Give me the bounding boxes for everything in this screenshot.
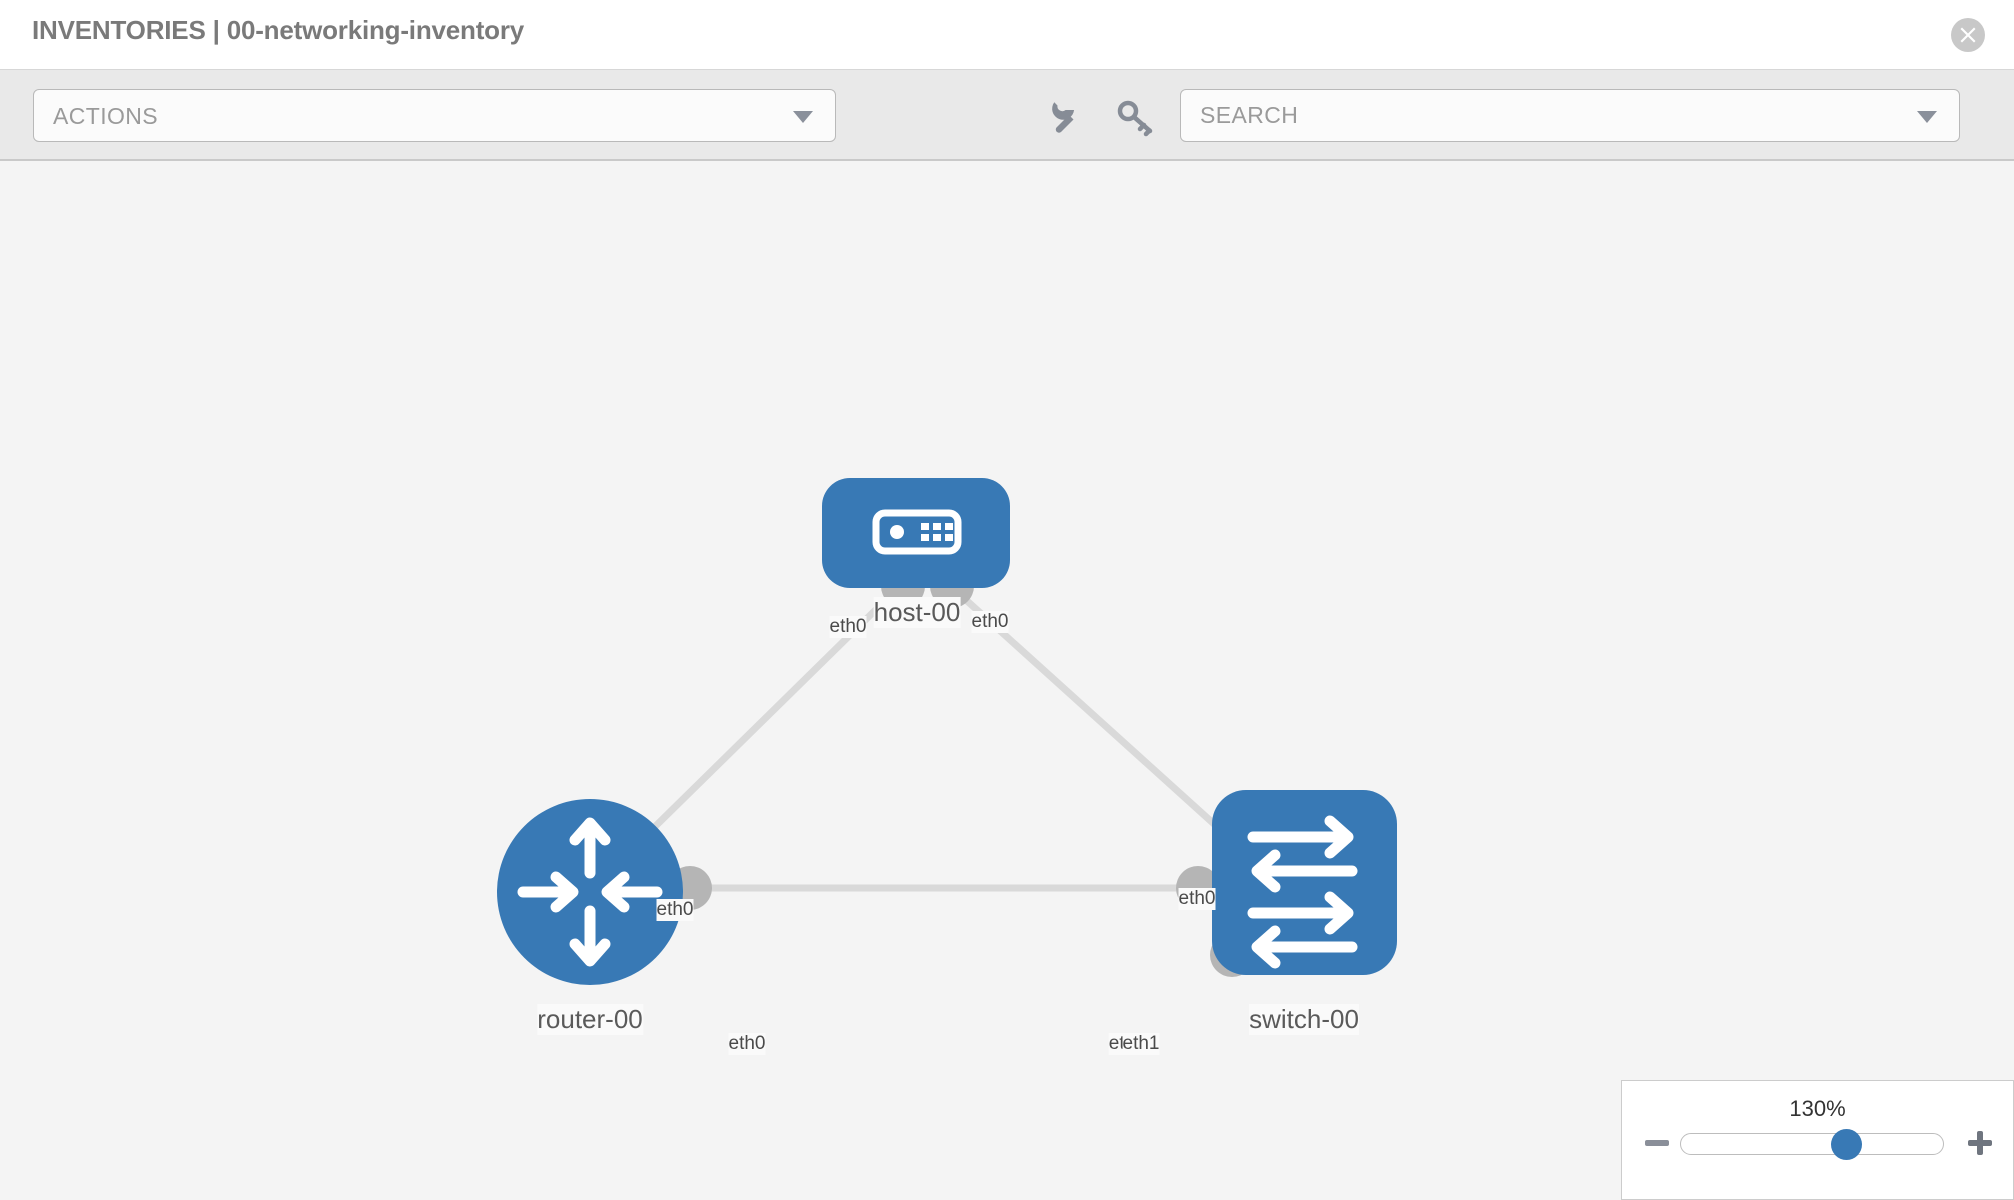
node-host-00 [822, 478, 1010, 588]
actions-dropdown[interactable]: ACTIONS [33, 89, 836, 142]
minus-icon [1645, 1140, 1669, 1146]
toolbar: ACTIONS [0, 70, 2014, 161]
search-field[interactable] [1180, 89, 1960, 142]
close-icon[interactable] [1951, 18, 1985, 52]
search-input[interactable] [1181, 90, 1959, 141]
topology-canvas[interactable]: host-00 router-00 switch-00 eth0 eth0 et… [0, 161, 2014, 1200]
plus-icon [1968, 1131, 1992, 1155]
iface-label-host-left: eth0 [829, 616, 867, 638]
node-label-switch-00: switch-00 [1249, 1004, 1359, 1035]
node-label-host-00: host-00 [873, 597, 961, 628]
zoom-out-button[interactable] [1642, 1128, 1672, 1158]
topology-graph [497, 478, 1397, 985]
topology-endpoints [668, 564, 1254, 977]
switch-arrows-icon [1247, 815, 1358, 969]
iface-label-router-up: eth0 [656, 899, 694, 921]
window-header: INVENTORIES | 00-networking-inventory [0, 0, 2014, 70]
zoom-slider-handle[interactable] [1830, 1129, 1862, 1160]
chevron-down-icon [793, 110, 813, 123]
page-title: INVENTORIES | 00-networking-inventory [32, 15, 525, 45]
zoom-in-button[interactable] [1965, 1128, 1995, 1158]
node-label-router-00: router-00 [537, 1004, 643, 1035]
node-router-00 [497, 799, 683, 985]
key-icon[interactable] [1110, 89, 1160, 142]
server-icon [872, 509, 962, 555]
router-arrows-icon [517, 817, 663, 967]
zoom-control-panel: 130% [1621, 1080, 2014, 1200]
zoom-level-label: 130% [1789, 1096, 1846, 1121]
wrench-icon[interactable] [1042, 89, 1092, 142]
iface-label-switch-left: eth1 [1122, 1033, 1160, 1055]
search-chevron-down-icon[interactable] [1917, 110, 1937, 123]
close-x-glyph [1960, 27, 1976, 43]
actions-dropdown-label: ACTIONS [53, 103, 159, 129]
node-switch-00 [1212, 790, 1397, 975]
wrench-glyph [1052, 102, 1075, 133]
zoom-slider[interactable] [1680, 1129, 1944, 1160]
iface-label-router-right: eth0 [728, 1033, 766, 1055]
key-glyph [1117, 100, 1153, 137]
iface-label-switch-up: eth0 [1178, 888, 1216, 910]
iface-label-host-right: eth0 [971, 611, 1009, 633]
